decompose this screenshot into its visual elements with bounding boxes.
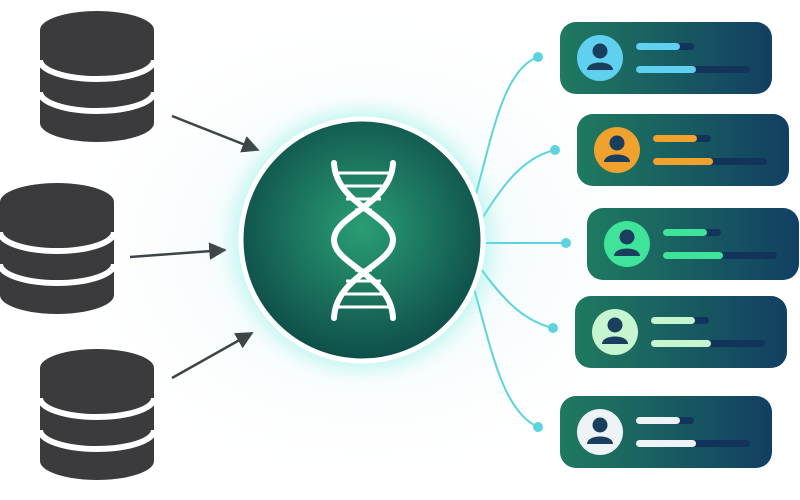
database-icon <box>37 11 157 142</box>
database-icon <box>0 183 117 314</box>
profile-card <box>560 22 772 94</box>
user-icon <box>604 221 650 267</box>
connector-dot <box>533 52 543 62</box>
arrow-icon <box>171 331 254 380</box>
input-arrows <box>129 114 260 380</box>
connector-dot <box>548 323 558 333</box>
info-bars <box>636 417 750 447</box>
info-bars <box>636 43 750 73</box>
profile-card <box>560 396 772 468</box>
user-icon <box>594 127 640 173</box>
arrow-icon <box>129 242 227 260</box>
profile-card <box>587 208 799 280</box>
info-bars <box>651 317 765 347</box>
dna-hub <box>232 110 492 370</box>
user-icon <box>577 409 623 455</box>
connector-dot <box>550 145 560 155</box>
profile-cards <box>560 22 799 468</box>
info-bars <box>663 229 777 259</box>
database-icon <box>37 349 157 480</box>
profile-card <box>577 114 789 186</box>
profile-card <box>575 296 787 368</box>
connector-dot <box>533 422 543 432</box>
arrow-icon <box>171 114 260 153</box>
user-icon <box>592 309 638 355</box>
user-icon <box>577 35 623 81</box>
data-sources <box>0 11 157 480</box>
connector-dot <box>561 238 571 248</box>
info-bars <box>653 135 767 165</box>
dna-helix-icon <box>331 160 396 321</box>
